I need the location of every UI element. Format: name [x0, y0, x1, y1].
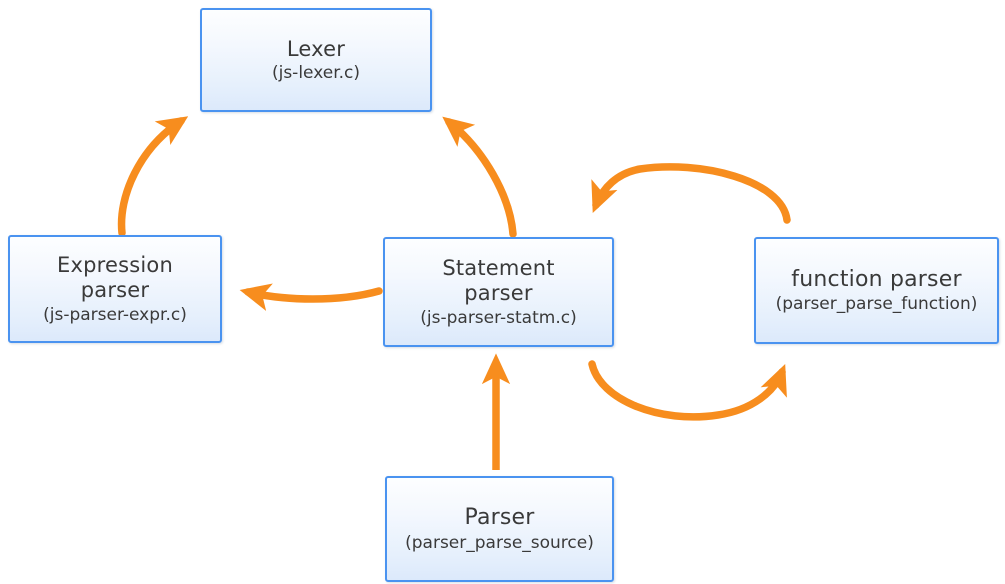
node-statement-parser-title-line2: parser — [464, 280, 533, 305]
node-expression-parser-subtitle: (js-parser-expr.c) — [43, 304, 187, 325]
arrow-expression-parser-to-lexer — [117, 116, 189, 237]
node-expression-parser[interactable]: Expression parser (js-parser-expr.c) — [8, 235, 222, 343]
node-parser-subtitle: (parser_parse_source) — [405, 532, 594, 553]
node-function-parser-subtitle: (parser_parse_function) — [775, 294, 978, 315]
node-parser-title: Parser — [464, 505, 535, 530]
node-lexer-subtitle: (js-lexer.c) — [271, 63, 361, 84]
node-function-parser-title: function parser — [791, 266, 962, 292]
node-lexer[interactable]: Lexer (js-lexer.c) — [200, 8, 432, 112]
node-lexer-title: Lexer — [286, 36, 346, 61]
arrow-statement-parser-to-lexer — [442, 116, 517, 238]
arrow-function-parser-to-statement-parser — [591, 163, 791, 224]
node-statement-parser[interactable]: Statement parser (js-parser-statm.c) — [383, 237, 614, 347]
node-statement-parser-subtitle: (js-parser-statm.c) — [420, 307, 577, 328]
arrow-statement-parser-to-expression-parser — [239, 283, 383, 311]
node-expression-parser-title-line2: parser — [80, 277, 150, 302]
arrow-statement-parser-to-function-parser — [588, 360, 787, 421]
node-statement-parser-title: Statement — [442, 256, 555, 281]
node-function-parser[interactable]: function parser (parser_parse_function) — [754, 237, 999, 344]
node-parser[interactable]: Parser (parser_parse_source) — [385, 476, 614, 582]
node-expression-parser-title: Expression — [57, 253, 173, 278]
